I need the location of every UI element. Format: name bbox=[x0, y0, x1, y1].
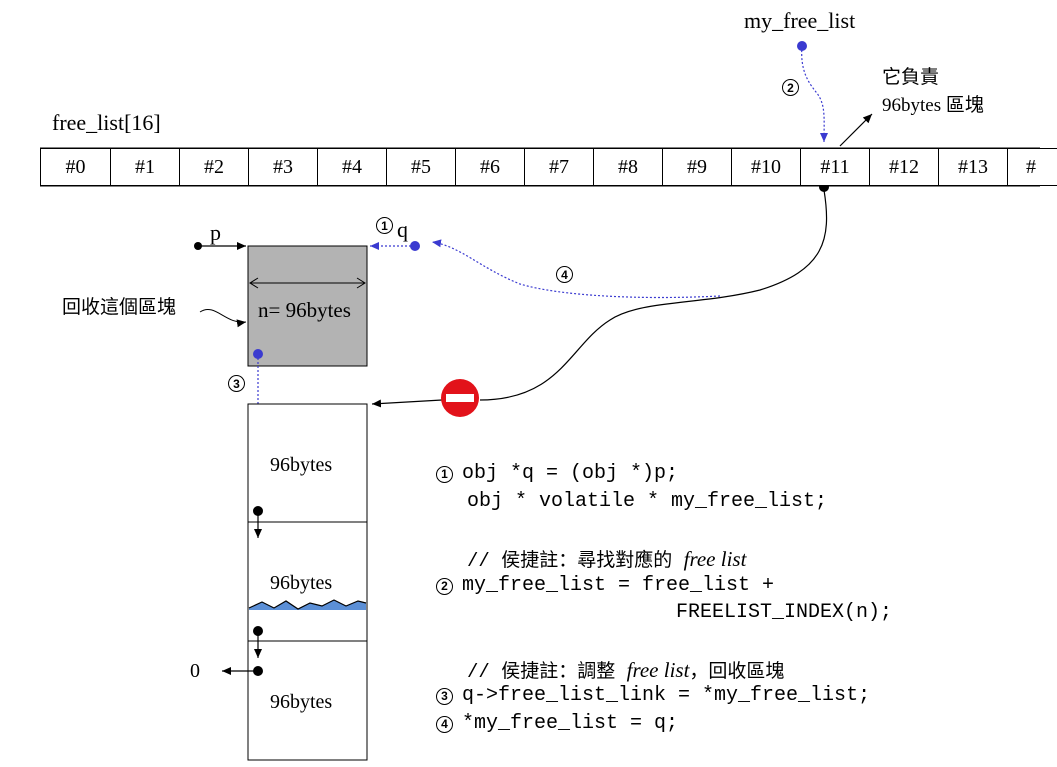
slot-10: #10 bbox=[731, 148, 800, 186]
slot-5: #5 bbox=[386, 148, 455, 186]
code-step4-marker: 4 bbox=[436, 715, 453, 733]
slot-3: #3 bbox=[248, 148, 317, 186]
block-2-label: 96bytes bbox=[270, 572, 333, 594]
block-link-dot bbox=[253, 349, 263, 359]
step3-marker: 3 bbox=[228, 375, 245, 392]
step1-marker: 1 bbox=[376, 217, 393, 234]
recycle-label: 回收這個區塊 bbox=[62, 296, 177, 318]
code-step2-text1: my_free_list = free_list + bbox=[462, 574, 775, 597]
n-width-left-tick bbox=[249, 277, 259, 289]
slot-6: #6 bbox=[455, 148, 524, 186]
code-comment2-suffix: ，回收區塊 bbox=[689, 660, 785, 682]
n-width-right-tick bbox=[356, 277, 366, 289]
n-size-label: n= 96bytes bbox=[258, 298, 351, 322]
slot-12: #12 bbox=[869, 148, 938, 186]
responsible-label-2: 96bytes 區塊 bbox=[882, 95, 984, 116]
code-step2-marker: 2 bbox=[436, 577, 453, 595]
slot-8: #8 bbox=[593, 148, 662, 186]
code-step1-text1: obj *q = (obj *)p; bbox=[462, 462, 679, 485]
recycled-block bbox=[247, 245, 368, 367]
q-label: q bbox=[397, 217, 408, 242]
code-comment2-text: // 侯捷註：調整 bbox=[467, 661, 627, 683]
code-comment2-italic: free list bbox=[626, 658, 690, 682]
slot-1: #1 bbox=[110, 148, 179, 186]
code-step2-line1: 2 my_free_list = free_list + bbox=[436, 574, 774, 597]
q-dot bbox=[410, 241, 420, 251]
code-step3-text: q->free_list_link = *my_free_list; bbox=[462, 684, 871, 707]
code-comment1-text: // 侯捷註：尋找對應的 bbox=[467, 550, 684, 572]
code-step4-line: 4 *my_free_list = q; bbox=[436, 712, 678, 735]
free-list-label: free_list[16] bbox=[52, 110, 161, 135]
list-block-1 bbox=[247, 403, 368, 523]
code-step1-line2: obj * volatile * my_free_list; bbox=[467, 490, 827, 513]
torn-edge-line bbox=[248, 599, 367, 610]
slot-0: #0 bbox=[40, 148, 110, 186]
old-link-curve bbox=[479, 189, 828, 401]
code-step2-line2: FREELIST_INDEX(n); bbox=[676, 601, 892, 624]
code-step1-text2: obj * volatile * my_free_list; bbox=[467, 490, 828, 513]
my-free-list-label: my_free_list bbox=[744, 8, 856, 33]
old-link-arrow bbox=[371, 399, 443, 408]
slot-4: #4 bbox=[317, 148, 386, 186]
code-step3-marker: 3 bbox=[436, 687, 453, 705]
p-label: p bbox=[210, 220, 221, 245]
step2-marker: 2 bbox=[782, 79, 799, 96]
code-comment1: // 侯捷註：尋找對應的 free list bbox=[467, 545, 746, 572]
my-free-list-pointer bbox=[801, 45, 829, 143]
list-block-2 bbox=[247, 521, 368, 642]
slot-14-partial: # bbox=[1007, 148, 1057, 186]
code-step4-text: *my_free_list = q; bbox=[462, 712, 679, 735]
slot-13: #13 bbox=[938, 148, 1007, 186]
stop-sign-bar bbox=[446, 394, 474, 402]
recycle-pointer bbox=[199, 309, 247, 328]
step4-marker: 4 bbox=[556, 266, 573, 283]
code-comment1-italic: free list bbox=[683, 547, 747, 571]
slot-11: #11 bbox=[800, 148, 869, 186]
slot-9: #9 bbox=[662, 148, 731, 186]
list-block-3 bbox=[247, 640, 368, 761]
block-3-label: 96bytes bbox=[270, 691, 333, 713]
slot-7: #7 bbox=[524, 148, 593, 186]
code-step2-text2: FREELIST_INDEX(n); bbox=[676, 601, 893, 624]
torn-edge-fill bbox=[249, 600, 366, 610]
code-step1-line1: 1 obj *q = (obj *)p; bbox=[436, 462, 678, 485]
code-comment2: // 侯捷註：調整 free list，回收區塊 bbox=[467, 656, 784, 683]
block-1-label: 96bytes bbox=[270, 454, 333, 476]
null-label: 0 bbox=[190, 660, 200, 682]
code-step1-marker: 1 bbox=[436, 465, 453, 483]
step4-pointer bbox=[431, 239, 721, 299]
responsible-arrow bbox=[839, 113, 873, 147]
slot-2: #2 bbox=[179, 148, 248, 186]
responsible-label-1: 它負責 bbox=[882, 66, 940, 88]
code-step3-line: 3 q->free_list_link = *my_free_list; bbox=[436, 684, 870, 707]
link2-dot bbox=[253, 626, 263, 636]
link1-dot bbox=[253, 506, 263, 516]
null-link-dot bbox=[253, 666, 263, 676]
